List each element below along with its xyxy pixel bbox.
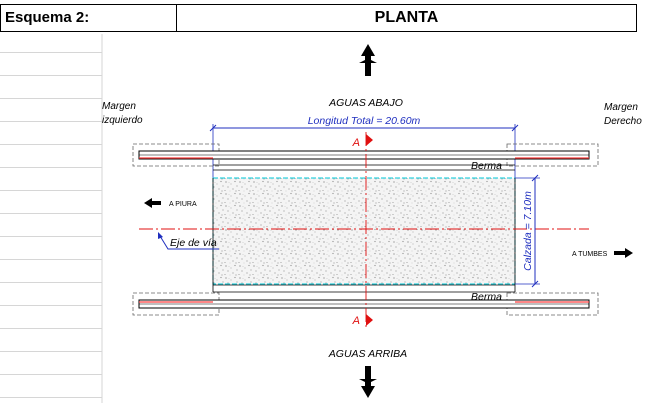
double-arrow-up-icon [359, 44, 377, 76]
roadway-width-label: Calzada = 7.10m [522, 191, 534, 271]
section-arrow-bottom-icon [366, 314, 373, 326]
upstream-label: AGUAS ABAJO [328, 97, 403, 109]
berm-top-label: Berma [471, 160, 502, 172]
view-title: PLANTA [176, 4, 637, 32]
direction-right-label: A TUMBES [572, 251, 608, 258]
direction-left-label: A PIURA [169, 201, 197, 208]
left-bank-label-1: Margen [102, 101, 136, 112]
section-mark-top: A [352, 137, 360, 149]
scheme-label: Esquema 2: [0, 4, 177, 32]
right-bank-label-2: Derecho [604, 116, 642, 127]
abutment-top-right [506, 143, 599, 167]
section-arrow-top-icon [366, 134, 373, 146]
roadway-width-dimension [515, 174, 540, 288]
berm-bottom-label: Berma [471, 291, 502, 303]
right-bank-label-1: Margen [604, 102, 638, 113]
top-berm [138, 150, 590, 171]
arrow-right-icon [614, 248, 633, 258]
section-mark-bottom: A [352, 315, 360, 327]
axis-leader [158, 232, 219, 250]
abutment-bottom-right [506, 292, 599, 316]
downstream-label: AGUAS ARRIBA [328, 348, 407, 360]
arrow-left-icon [144, 198, 161, 208]
axis-label: Eje de vía [170, 237, 217, 249]
double-arrow-down-icon [359, 366, 377, 398]
left-bank-label-2: izquierdo [102, 115, 143, 126]
bottom-berm [138, 284, 590, 309]
roadway-deck [212, 177, 516, 285]
total-length-label: Longitud Total = 20.60m [308, 115, 421, 127]
